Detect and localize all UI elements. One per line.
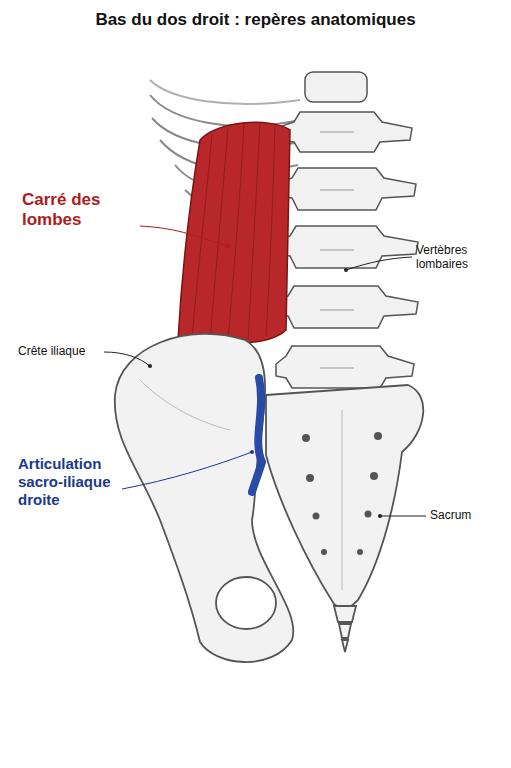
ilium	[115, 334, 294, 662]
leader-lines	[104, 226, 426, 518]
quadratus-lumborum	[178, 122, 290, 344]
vertebrae-label: Vertèbres lombaires	[416, 243, 506, 272]
diagram-title: Bas du dos droit : repères anatomiques	[0, 10, 511, 30]
muscle-label: Carré des lombes	[22, 190, 147, 231]
lumbar-vertebrae	[276, 72, 418, 388]
sacrum	[266, 385, 423, 652]
crest-label: Crête iliaque	[18, 344, 108, 358]
sacroiliac-joint	[252, 378, 262, 492]
joint-label: Articulation sacro-iliaque droite	[18, 455, 136, 509]
sacrum-label: Sacrum	[430, 508, 506, 522]
